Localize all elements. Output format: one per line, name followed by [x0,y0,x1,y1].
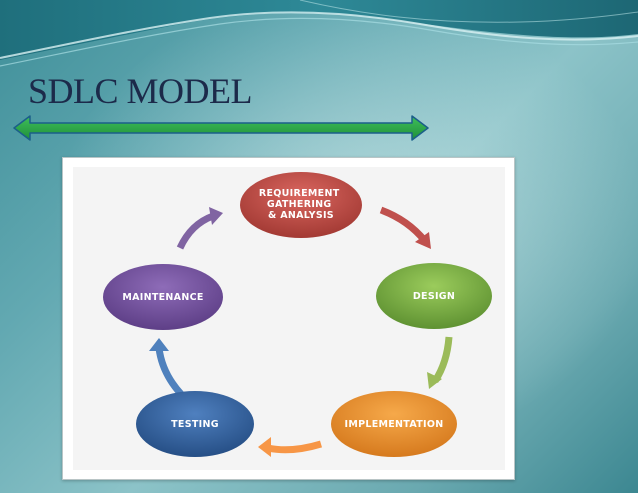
node-requirement-line-2: GATHERING [267,199,332,210]
sdlc-diagram-frame: REQUIREMENT GATHERING & ANALYSIS DESIGN … [62,157,515,480]
cycle-arrow-requirement-to-design [379,206,431,249]
node-requirement-line-1: REQUIREMENT [259,188,340,199]
cycle-arrow-maintenance-to-requirement [176,207,223,250]
cycle-arrow-implementation-to-testing [258,437,323,457]
node-requirement-line-3: & ANALYSIS [268,210,334,221]
node-testing: TESTING [136,391,254,457]
node-implementation: IMPLEMENTATION [331,391,457,457]
svg-text:REQUIREMENT GATHERING: REQUIREMENT GATHERING & ANALYSIS [259,188,343,221]
cycle-arrow-design-to-implementation [427,336,453,389]
node-maintenance: MAINTENANCE [103,264,223,330]
header-wave-decoration [0,0,638,67]
node-testing-label: TESTING [171,419,219,430]
node-maintenance-label: MAINTENANCE [122,292,203,303]
node-design-label: DESIGN [413,291,455,302]
cycle-arrow-testing-to-maintenance [149,338,184,397]
node-design: DESIGN [376,263,492,329]
slide-title: SDLC MODEL [28,71,253,111]
double-arrow-icon [13,115,429,141]
sdlc-cycle-diagram: REQUIREMENT GATHERING & ANALYSIS DESIGN … [103,172,492,457]
node-implementation-label: IMPLEMENTATION [345,419,444,430]
node-requirement-gathering: REQUIREMENT GATHERING & ANALYSIS [240,172,362,238]
